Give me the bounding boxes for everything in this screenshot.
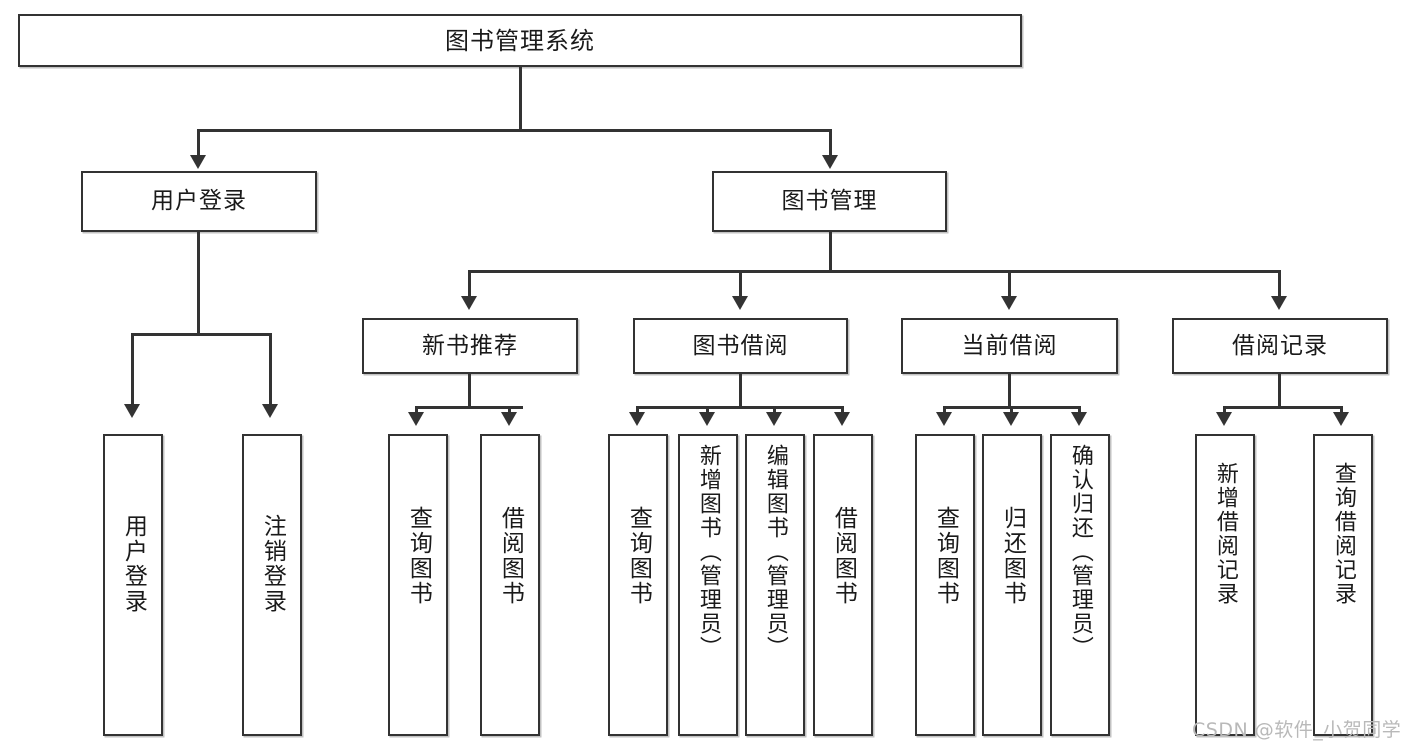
leaf-node[interactable]: 查询图书 xyxy=(915,434,975,736)
arrowhead-leaf-cb-2 xyxy=(1003,412,1019,426)
connector-user-login-bus xyxy=(131,333,271,336)
connector-bb-stem xyxy=(739,374,742,408)
node-book-borrow[interactable]: 图书借阅 xyxy=(633,318,848,374)
node-label: 新书推荐 xyxy=(422,332,518,359)
leaf-label: 借阅图书 xyxy=(497,506,524,606)
connector-root-bus xyxy=(197,129,831,132)
connector-br-drop-1 xyxy=(1223,406,1226,414)
leaf-label: 编辑图书（管理员） xyxy=(762,444,788,660)
node-borrow-record[interactable]: 借阅记录 xyxy=(1172,318,1388,374)
connector-bm-drop-2 xyxy=(739,270,742,298)
node-label: 图书管理系统 xyxy=(445,26,595,55)
leaf-label: 查询图书 xyxy=(405,506,432,606)
connector-user-login-drop-1 xyxy=(131,333,134,406)
connector-br-drop-2 xyxy=(1340,406,1343,414)
node-label: 图书管理 xyxy=(781,188,878,214)
node-label: 用户登录 xyxy=(151,188,247,214)
node-new-book-recommend[interactable]: 新书推荐 xyxy=(362,318,578,374)
leaf-node[interactable]: 用户登录 xyxy=(103,434,163,736)
node-book-manage[interactable]: 图书管理 xyxy=(712,171,947,232)
connector-br-bus xyxy=(1223,406,1342,409)
arrowhead-borrow-record xyxy=(1271,296,1287,310)
leaf-label: 查询借阅记录 xyxy=(1330,462,1356,606)
leaf-node[interactable]: 查询借阅记录 xyxy=(1313,434,1373,736)
leaf-label: 注销登录 xyxy=(259,514,286,614)
node-label: 图书借阅 xyxy=(692,332,789,359)
leaf-node[interactable]: 注销登录 xyxy=(242,434,302,736)
connector-bb-drop-3 xyxy=(773,406,776,414)
connector-nbr-stem xyxy=(468,374,471,408)
leaf-node[interactable]: 确认归还（管理员） xyxy=(1050,434,1110,736)
connector-br-stem xyxy=(1278,374,1281,408)
leaf-label: 归还图书 xyxy=(999,506,1026,606)
connector-bb-bus xyxy=(636,406,844,409)
connector-bb-drop-2 xyxy=(706,406,709,414)
arrowhead-leaf-bb-2 xyxy=(699,412,715,426)
connector-bm-drop-4 xyxy=(1278,270,1281,298)
leaf-label: 用户登录 xyxy=(120,514,147,614)
arrowhead-user-login xyxy=(190,155,206,169)
connector-nbr-bus xyxy=(415,406,523,409)
connector-book-manage-stem xyxy=(829,232,832,272)
connector-bm-drop-1 xyxy=(468,270,471,298)
connector-cb-drop-2 xyxy=(1010,406,1013,414)
connector-cb-drop-3 xyxy=(1078,406,1081,414)
leaf-node[interactable]: 借阅图书 xyxy=(480,434,540,736)
leaf-label: 确认归还（管理员） xyxy=(1067,444,1093,660)
arrowhead-leaf-ul-1 xyxy=(124,404,140,418)
connector-root-stem xyxy=(519,67,522,130)
connector-bb-drop-1 xyxy=(636,406,639,414)
arrowhead-current-borrow xyxy=(1001,296,1017,310)
leaf-label: 查询图书 xyxy=(625,506,652,606)
connector-nbr-drop-2 xyxy=(508,406,511,414)
node-label: 当前借阅 xyxy=(961,332,1058,359)
connector-nbr-drop-1 xyxy=(415,406,418,414)
arrowhead-book-borrow xyxy=(732,296,748,310)
leaf-node[interactable]: 新增借阅记录 xyxy=(1195,434,1255,736)
leaf-node[interactable]: 借阅图书 xyxy=(813,434,873,736)
arrowhead-leaf-nbr-2 xyxy=(501,412,517,426)
connector-bm-drop-3 xyxy=(1008,270,1011,298)
leaf-label: 借阅图书 xyxy=(830,506,857,606)
leaf-label: 新增图书（管理员） xyxy=(695,444,721,660)
leaf-node[interactable]: 编辑图书（管理员） xyxy=(745,434,805,736)
connector-root-drop-right xyxy=(829,129,832,157)
arrowhead-leaf-bb-1 xyxy=(629,412,645,426)
arrowhead-book-manage xyxy=(822,155,838,169)
csdn-watermark: CSDN @软件_小贺同学 xyxy=(1192,719,1402,741)
node-label: 借阅记录 xyxy=(1232,332,1328,359)
connector-user-login-stem xyxy=(197,232,200,335)
leaf-node[interactable]: 新增图书（管理员） xyxy=(678,434,738,736)
arrowhead-leaf-bb-4 xyxy=(834,412,850,426)
leaf-node[interactable]: 查询图书 xyxy=(388,434,448,736)
arrowhead-leaf-nbr-1 xyxy=(408,412,424,426)
arrowhead-leaf-cb-1 xyxy=(936,412,952,426)
connector-bb-drop-4 xyxy=(841,406,844,414)
node-user-login[interactable]: 用户登录 xyxy=(81,171,317,232)
connector-user-login-drop-2 xyxy=(269,333,272,406)
connector-cb-drop-1 xyxy=(943,406,946,414)
leaf-label: 新增借阅记录 xyxy=(1212,462,1238,606)
arrowhead-new-book-recommend xyxy=(461,296,477,310)
connector-cb-stem xyxy=(1008,374,1011,408)
connector-book-manage-bus xyxy=(468,270,1280,273)
node-root-system[interactable]: 图书管理系统 xyxy=(18,14,1022,67)
arrowhead-leaf-cb-3 xyxy=(1071,412,1087,426)
node-current-borrow[interactable]: 当前借阅 xyxy=(901,318,1118,374)
arrowhead-leaf-br-1 xyxy=(1216,412,1232,426)
arrowhead-leaf-br-2 xyxy=(1333,412,1349,426)
leaf-node[interactable]: 归还图书 xyxy=(982,434,1042,736)
arrowhead-leaf-bb-3 xyxy=(766,412,782,426)
leaf-node[interactable]: 查询图书 xyxy=(608,434,668,736)
connector-root-drop-left xyxy=(197,129,200,157)
arrowhead-leaf-ul-2 xyxy=(262,404,278,418)
leaf-label: 查询图书 xyxy=(932,506,959,606)
